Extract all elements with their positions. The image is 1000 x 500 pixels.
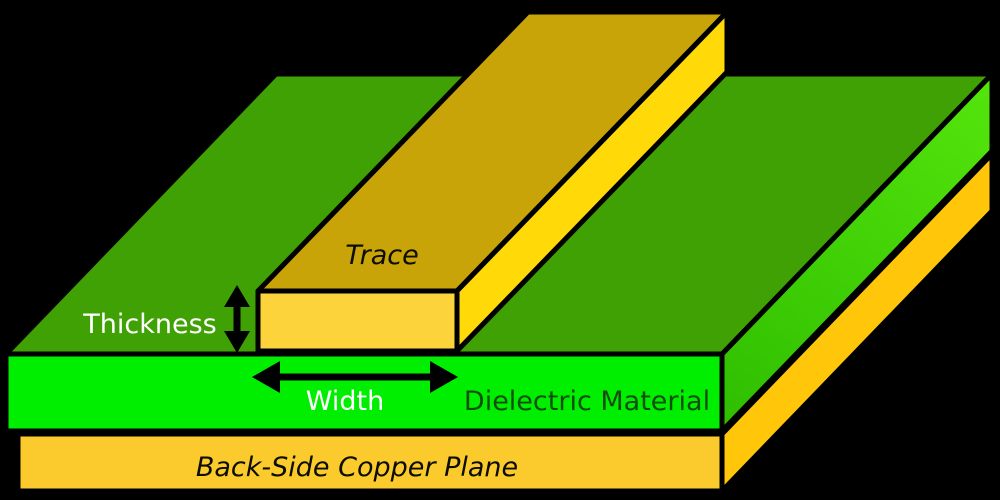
trace-block — [255, 9, 730, 354]
thickness-arrow-head-down-icon — [224, 331, 250, 353]
dielectric-front-face — [3, 351, 725, 434]
trace-label: Trace — [345, 240, 419, 271]
thickness-arrow-head-up-icon — [224, 285, 250, 307]
width-arrow-head-right-icon — [430, 361, 458, 393]
width-label: Width — [306, 386, 384, 417]
back-side-copper-plane-label: Back-Side Copper Plane — [196, 452, 518, 483]
dielectric-material-label: Dielectric Material — [464, 386, 710, 417]
width-arrow-head-left-icon — [252, 361, 280, 393]
width-arrow-icon — [252, 361, 458, 393]
thickness-arrow-icon — [224, 285, 250, 353]
copper-plane-front-face — [15, 431, 725, 494]
thickness-label: Thickness — [82, 309, 216, 340]
trace-front-face — [255, 288, 460, 354]
copper-plane-layer — [15, 151, 995, 494]
